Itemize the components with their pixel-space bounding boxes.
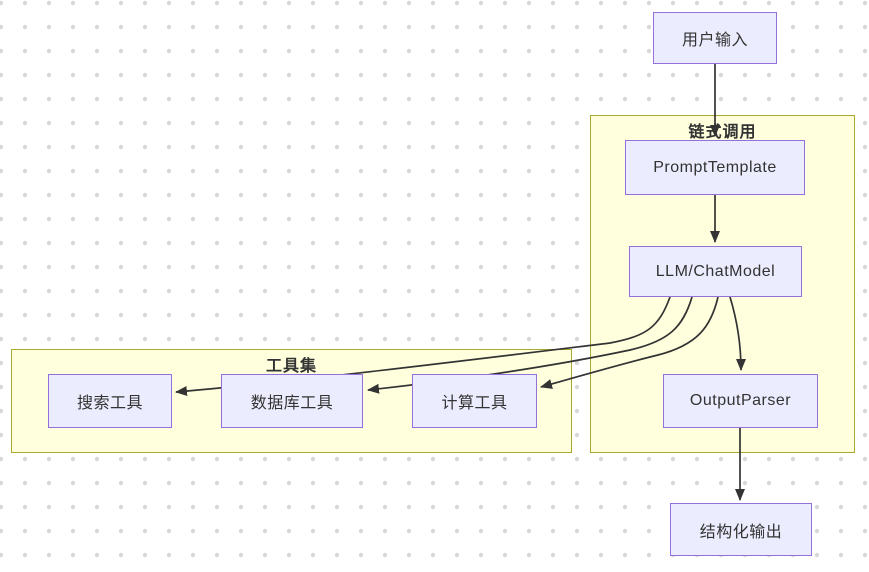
node-structured-output-label: 结构化输出 [699,523,783,541]
node-prompt-template-label: PromptTemplate [653,158,777,176]
node-llm-chat-model: LLM/ChatModel [629,246,802,297]
node-llm-chat-model-label: LLM/ChatModel [655,262,776,280]
node-output-parser: OutputParser [663,374,818,428]
node-search-tool-label: 搜索工具 [76,395,143,412]
node-database-tool: 数据库工具 [221,374,363,428]
edge-llm-to-output-parser [729,296,746,371]
subgraph-chain-label: 链式调用 [688,124,757,141]
node-database-tool-label: 数据库工具 [250,395,334,412]
subgraph-tools-label: 工具集 [265,358,317,375]
node-output-parser-label: OutputParser [689,392,792,409]
node-structured-output: 结构化输出 [670,503,812,556]
edge-llm-to-calculator-tool [540,296,719,389]
node-user-input-label: 用户输入 [681,32,748,49]
node-search-tool: 搜索工具 [48,374,172,428]
node-calculator-tool-label: 计算工具 [441,395,508,412]
node-prompt-template: PromptTemplate [625,140,805,195]
node-calculator-tool: 计算工具 [412,374,537,428]
node-user-input: 用户输入 [653,12,777,64]
